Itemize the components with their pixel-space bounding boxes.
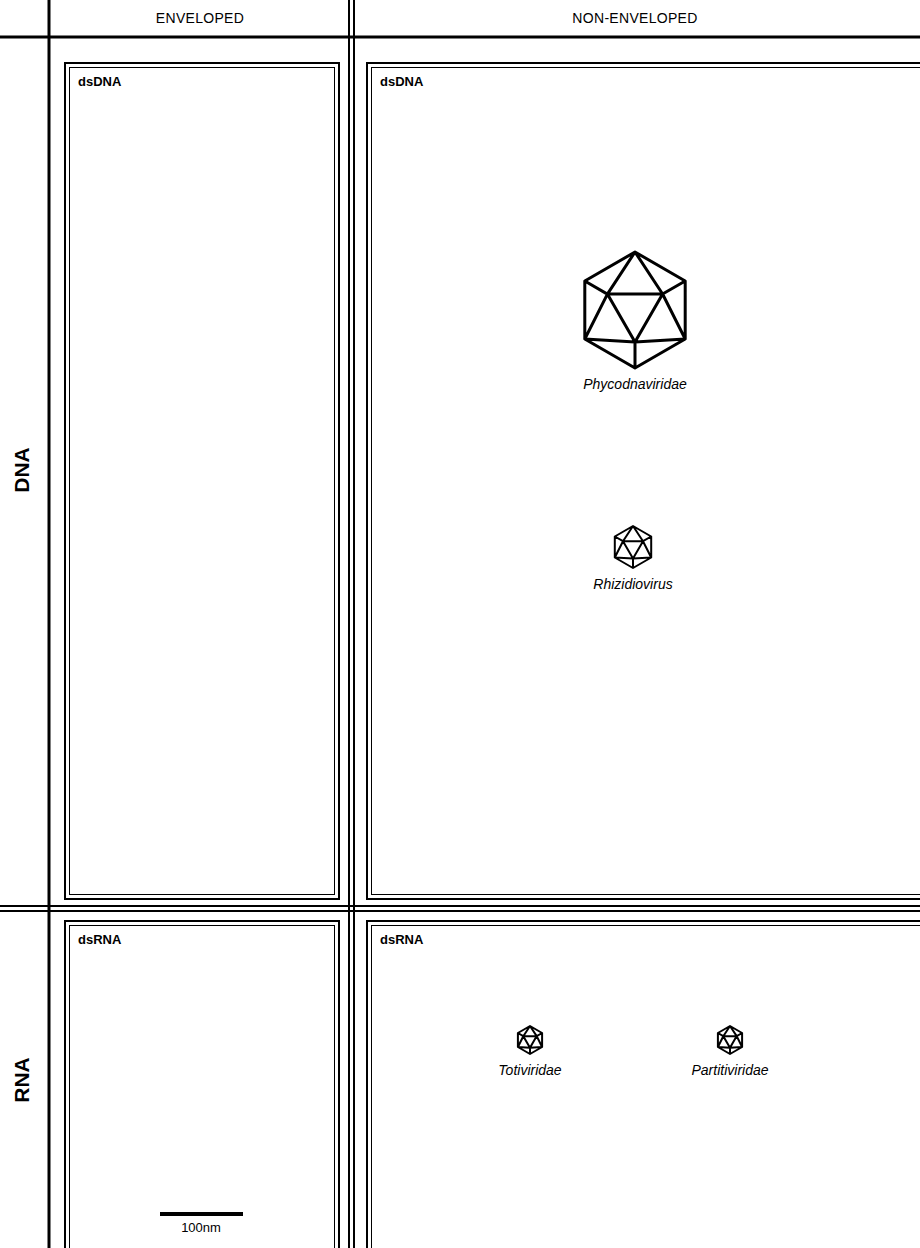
genome-type-heading: dsDNA xyxy=(78,74,121,89)
grid-line xyxy=(0,905,920,907)
grid-line xyxy=(0,910,920,912)
row-header: RNA xyxy=(10,1057,34,1103)
grid-line xyxy=(348,0,350,1248)
grid-line xyxy=(0,36,920,39)
icosahedron-outline xyxy=(585,252,685,368)
genome-type-heading: dsDNA xyxy=(380,74,423,89)
icosahedron-outline xyxy=(518,1026,542,1054)
virus-name: Rhizidiovirus xyxy=(591,576,675,592)
scale-bar xyxy=(160,1212,243,1216)
icosahedron-outline xyxy=(718,1026,742,1054)
category-cell: dsDNA PhycodnaviridaeRhizidiovirus xyxy=(366,62,920,900)
icosahedron-outline xyxy=(615,526,651,568)
virus-family: Partitiviridae xyxy=(689,1024,771,1078)
icosahedron-icon xyxy=(575,250,695,370)
virus-name: Partitiviridae xyxy=(689,1062,771,1078)
icosahedron-icon xyxy=(514,1024,546,1056)
grid-line xyxy=(48,0,51,1248)
genome-type-heading: dsRNA xyxy=(380,932,423,947)
genome-type-heading: dsRNA xyxy=(78,932,121,947)
category-cell: dsRNA xyxy=(64,920,340,1248)
virus-family: Totiviridae xyxy=(496,1024,564,1078)
icosahedron-icon xyxy=(610,524,656,570)
scale-label: 100nm xyxy=(181,1220,221,1235)
virus-name: Phycodnaviridae xyxy=(573,376,697,392)
category-cell: dsRNA Totiviridae Partitiviridae xyxy=(366,920,920,1248)
virus-family: Phycodnaviridae xyxy=(573,250,697,392)
grid-line xyxy=(353,0,355,1248)
category-cell: dsDNA xyxy=(64,62,340,900)
virus-name: Totiviridae xyxy=(496,1062,564,1078)
virus-family: Rhizidiovirus xyxy=(591,524,675,592)
column-header: ENVELOPED xyxy=(156,10,244,26)
column-header: NON-ENVELOPED xyxy=(572,10,697,26)
icosahedron-icon xyxy=(714,1024,746,1056)
row-header: DNA xyxy=(10,447,34,493)
